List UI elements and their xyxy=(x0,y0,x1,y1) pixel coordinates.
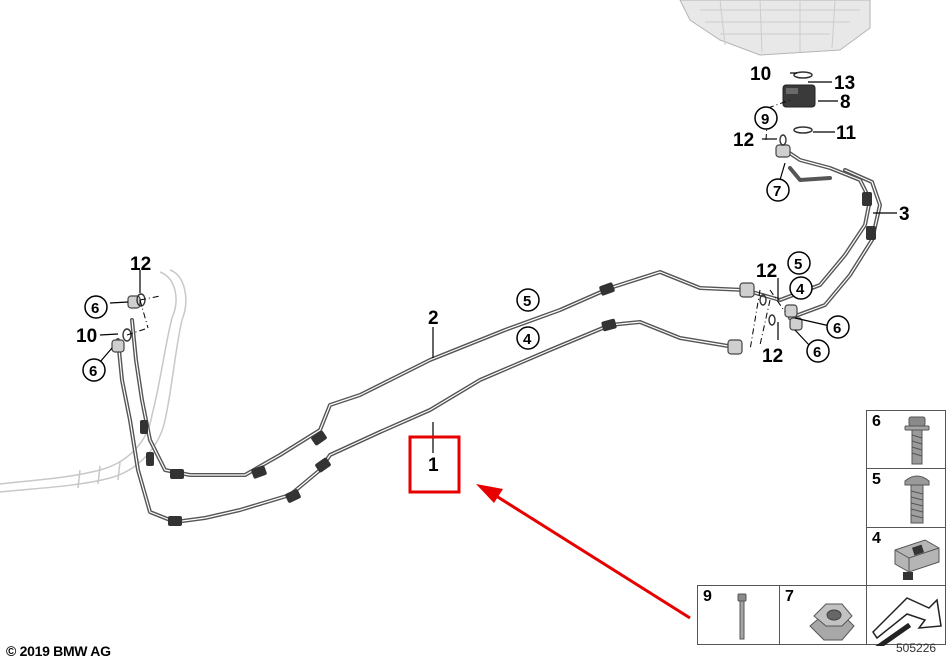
ghost-component-top xyxy=(679,0,871,56)
callout-12-right-top: 12 xyxy=(756,261,777,282)
legend-number: 6 xyxy=(872,413,881,430)
legend-item-9[interactable]: 9 xyxy=(697,585,780,645)
callout-10-left: 10 xyxy=(76,326,97,347)
callout-12-right-bottom: 12 xyxy=(762,346,783,367)
document-number: 505226 xyxy=(896,641,937,655)
legend-item-5[interactable]: 5 xyxy=(866,468,946,528)
callout-12-top: 12 xyxy=(733,130,754,151)
red-pointer-arrow xyxy=(476,484,691,620)
callout-5-right: 5 xyxy=(794,256,802,273)
callout-6-left-bottom: 6 xyxy=(89,363,97,380)
ghost-component-left xyxy=(0,269,187,493)
callout-6-right-top: 6 xyxy=(833,320,841,337)
copyright-text: © 2019 BMW AG xyxy=(6,643,111,659)
legend-number: 9 xyxy=(703,588,712,605)
callout-11: 11 xyxy=(836,123,857,144)
callout-8: 8 xyxy=(840,92,851,113)
callout-4-center: 4 xyxy=(523,331,532,348)
pipe-line-2-inner xyxy=(131,271,781,476)
callout-4-right: 4 xyxy=(796,281,805,298)
legend-number: 5 xyxy=(872,471,881,488)
clip-nut-icon xyxy=(894,539,940,580)
leader-lines xyxy=(99,72,897,453)
screw-thin-icon xyxy=(737,593,747,640)
callout-13: 13 xyxy=(834,73,855,94)
callout-2: 2 xyxy=(428,308,439,329)
callout-5-center: 5 xyxy=(523,293,531,310)
pipe-end-fittings xyxy=(111,144,803,355)
circled-callouts xyxy=(82,106,850,382)
callout-1: 1 xyxy=(428,455,439,476)
legend-item-arrow[interactable] xyxy=(866,585,946,646)
callout-9: 9 xyxy=(761,111,769,128)
bolt-round-head-icon xyxy=(904,475,930,524)
callout-6-right-bottom: 6 xyxy=(813,344,821,361)
dash-dot-lines xyxy=(126,99,791,351)
expansion-valve-block xyxy=(782,71,816,134)
seal-rings xyxy=(122,134,787,342)
bolt-flange-icon xyxy=(904,416,930,465)
legend-item-7[interactable]: 7 xyxy=(779,585,867,645)
hex-nut-icon xyxy=(809,603,855,641)
callout-7: 7 xyxy=(773,183,781,200)
highlight-box xyxy=(408,435,461,494)
legend-number: 4 xyxy=(872,530,881,547)
pipe-line-2 xyxy=(130,270,782,477)
callout-6-left-top: 6 xyxy=(91,300,99,317)
callout-10-top: 10 xyxy=(750,64,771,85)
callout-3: 3 xyxy=(899,204,910,225)
legend-item-4[interactable]: 4 xyxy=(866,527,946,586)
legend-number: 7 xyxy=(785,588,794,605)
pipe-sleeves xyxy=(140,192,876,526)
arrow-symbol-icon xyxy=(872,597,942,646)
callout-12-left: 12 xyxy=(130,254,151,275)
legend-item-6[interactable]: 6 xyxy=(866,410,946,469)
